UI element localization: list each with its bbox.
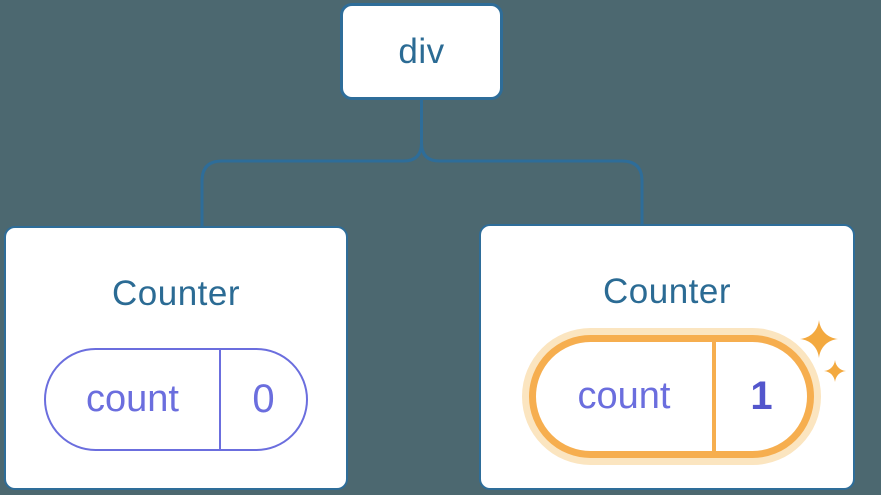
counter-card-right: Counter count 1	[479, 224, 855, 490]
state-key-label: count	[46, 350, 221, 449]
root-node-label: div	[398, 31, 445, 71]
state-value-updated: 1	[750, 374, 773, 418]
state-pill-left: count 0	[44, 348, 308, 451]
sparkle-large	[800, 320, 838, 358]
counter-right-title: Counter	[602, 272, 732, 311]
connector-left-branch	[200, 100, 423, 227]
counter-left-title: Counter	[111, 274, 241, 313]
sparkle-small	[824, 360, 847, 383]
state-key-label: count	[536, 342, 716, 451]
state-value: 0	[252, 377, 275, 421]
counter-card-left: Counter count 0	[4, 226, 348, 490]
root-node-div: div	[340, 3, 503, 100]
connector-right-branch	[420, 100, 644, 225]
state-pill-highlighted: count 1	[529, 335, 814, 458]
sparkles-icon	[800, 320, 847, 383]
